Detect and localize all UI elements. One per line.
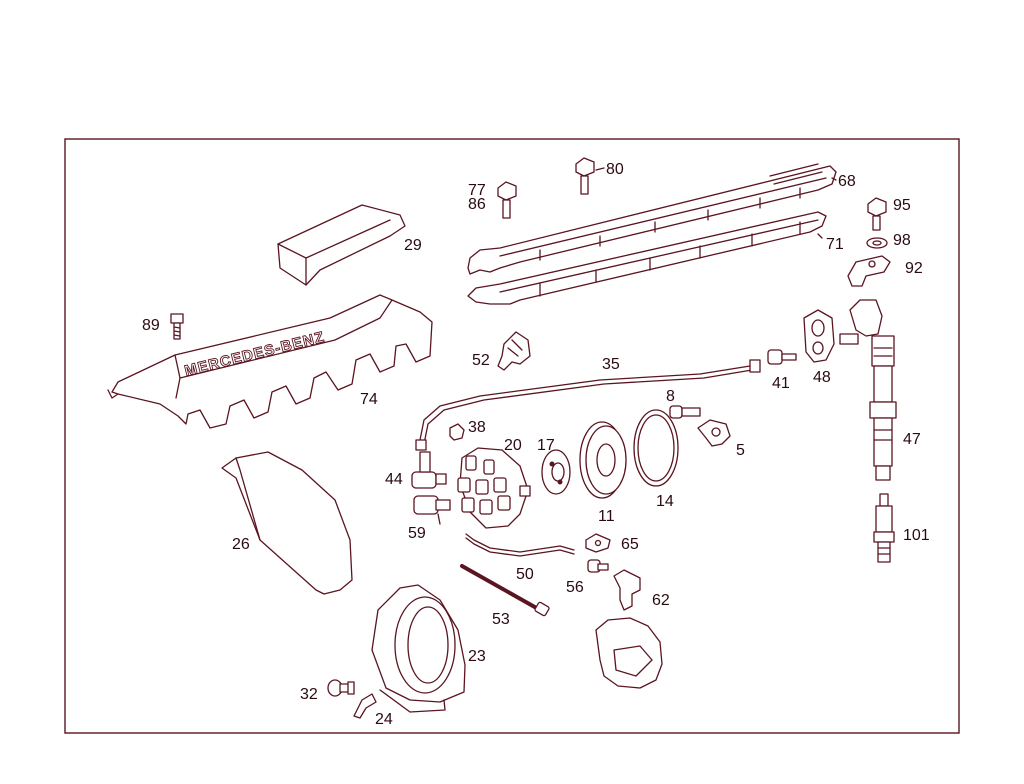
part-38-nut [449,423,465,441]
part-80-bolt [575,157,595,195]
part-5-sensor [697,419,731,447]
part-52-connector [497,331,531,371]
callout-80: 80 [606,161,624,178]
callout-68: 68 [838,173,856,190]
callout-labels: 80 68 77 86 95 29 71 98 92 89 52 35 48 4… [142,161,930,728]
leader-lines [595,167,837,239]
callout-24: 24 [375,711,393,728]
callout-53: 53 [492,611,510,628]
callout-26: 26 [232,536,250,553]
callout-95: 95 [893,197,911,214]
part-95-bolt [867,197,887,231]
part-53-rod [460,564,550,617]
part-11-pulley [579,421,627,499]
part-44-connector [411,451,447,489]
part-48-bracket [803,309,835,363]
part-89-bolt [170,313,184,340]
part-50-cable [465,533,575,557]
callout-8: 8 [666,388,675,405]
callout-74: 74 [360,391,378,408]
part-24-clip [353,693,377,719]
part-32-bolt [327,679,355,697]
callout-65: 65 [621,536,639,553]
part-8-bolt [669,405,701,419]
callout-62: 62 [652,592,670,609]
part-62-elbow [613,569,641,611]
callout-52: 52 [472,352,490,369]
callout-44: 44 [385,471,403,488]
callout-77: 77 [468,182,486,199]
part-17-rotor [541,449,571,495]
part-65-clip [585,533,611,553]
part-98-washer [866,237,888,249]
part-35-cable [415,359,761,451]
callout-41: 41 [772,375,790,392]
callout-35: 35 [602,356,620,373]
callout-71: 71 [826,236,844,253]
callout-32: 32 [300,686,318,703]
part-47-plug-connector [839,299,897,481]
diagram-frame [64,138,960,734]
callout-56: 56 [566,579,584,596]
callout-20: 20 [504,437,522,454]
part-77-86-bolt [497,181,517,219]
part-14-gasket [633,409,679,487]
callout-29: 29 [404,237,422,254]
part-92-bracket [847,255,891,287]
part-59-connector [413,495,451,525]
callout-38: 38 [468,419,486,436]
callout-50: 50 [516,566,534,583]
callout-92: 92 [905,260,923,277]
callout-23: 23 [468,648,486,665]
part-23-housing [371,584,466,713]
callout-47: 47 [903,431,921,448]
callout-86: 86 [468,196,486,213]
callout-89: 89 [142,317,160,334]
part-26-side-cover [221,451,353,595]
part-41-plug [767,349,797,365]
callout-48: 48 [813,369,831,386]
part-56-fitting [587,559,609,573]
callout-101: 101 [903,527,930,544]
callout-17: 17 [537,437,555,454]
part-71-rail [467,211,827,305]
callout-14: 14 [656,493,674,510]
part-29-cover [277,204,406,286]
part-20-distributor-cap [457,447,531,529]
callout-59: 59 [408,525,426,542]
part-74-engine-cover: MERCEDES-BENZ [107,294,433,429]
callout-11: 11 [598,508,615,525]
part-cover-bottom [595,617,663,689]
part-101-spark-plug [873,493,895,563]
part-68-rail [467,163,837,275]
callout-5: 5 [736,442,745,459]
callout-98: 98 [893,232,911,249]
